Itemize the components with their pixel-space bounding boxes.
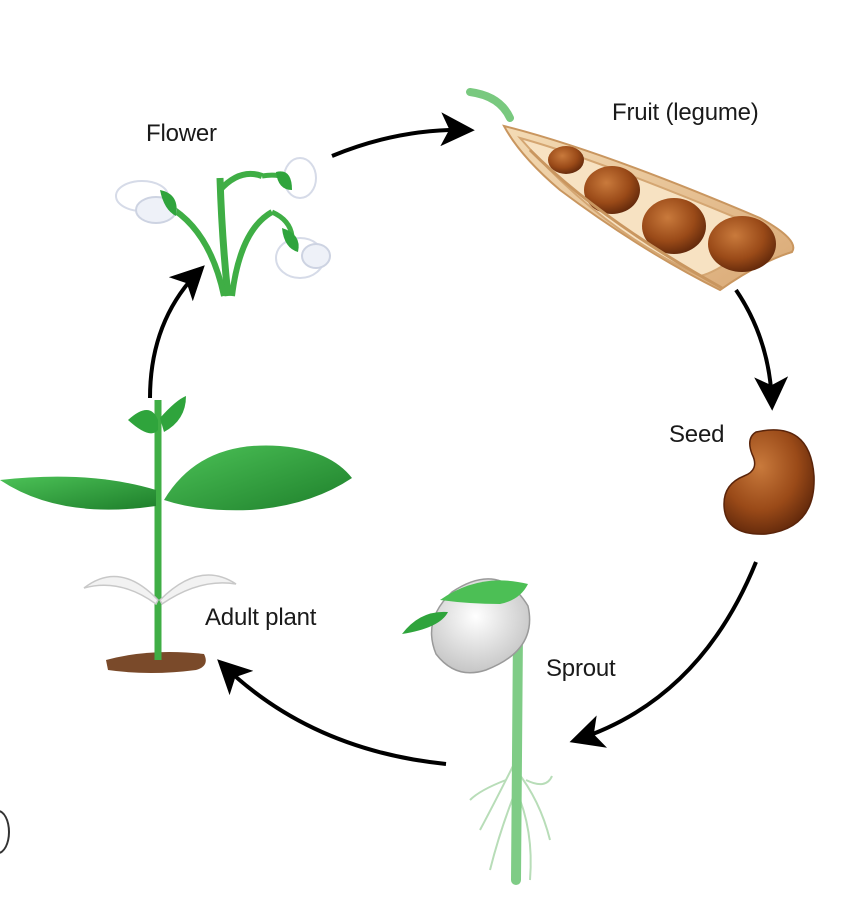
- arrow-sprout-to-adult: [217, 659, 447, 766]
- sprout-roots: [469, 759, 553, 885]
- arrow-flower-to-fruit: [331, 112, 475, 158]
- arrow-fruit-to-seed: [734, 288, 789, 411]
- stage-label-adult-plant: Adult plant: [205, 604, 317, 631]
- fruit-pod-illustration: [466, 88, 795, 292]
- cycle-arrows: [148, 112, 789, 766]
- sprout-illustration: [402, 578, 553, 885]
- flower-illustration: [115, 157, 331, 297]
- stage-label-flower: Flower: [146, 120, 217, 147]
- arrow-adult-to-flower: [148, 265, 205, 399]
- stage-label-sprout: Sprout: [546, 655, 616, 682]
- seed-illustration: [723, 429, 815, 535]
- arrow-seed-to-sprout: [569, 561, 758, 748]
- stage-label-fruit: Fruit (legume): [612, 99, 759, 126]
- adult-plant-illustration: [0, 396, 352, 673]
- stage-label-seed: Seed: [669, 421, 725, 448]
